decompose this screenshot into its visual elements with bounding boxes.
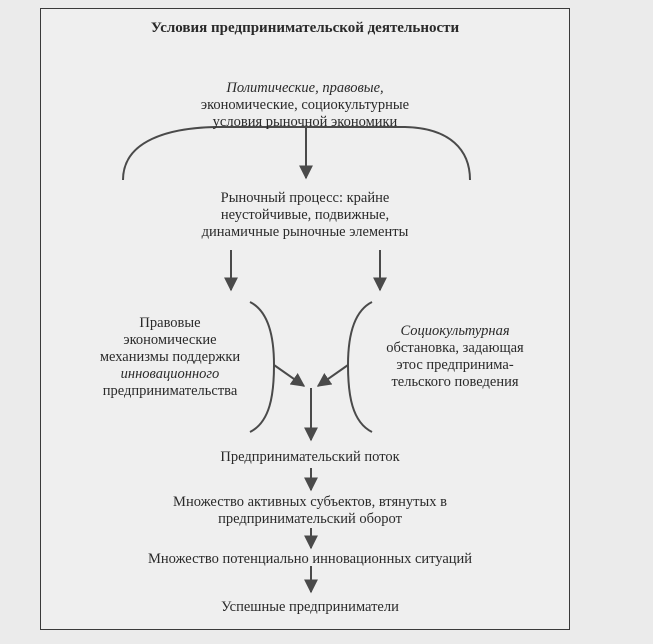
subjects-line-2: предпринимательский оборот	[218, 511, 402, 527]
subjects-line-1: Множество активных субъектов, втянутых в	[173, 494, 447, 510]
diagram-frame	[40, 8, 570, 630]
legal-line-5: предпринимательства	[102, 383, 238, 399]
conditions-line-3: условия рыночной экономики	[212, 114, 398, 130]
legal-line-2: экономические	[123, 332, 217, 348]
left-bracket	[249, 301, 276, 433]
conditions-line-2: экономические, социокультурные	[200, 97, 410, 113]
situations-text: Множество потенциально инновационных сит…	[147, 551, 473, 567]
socio-line-3: этос предпринима-	[396, 357, 514, 373]
legal-line-3: механизмы поддержки	[99, 349, 241, 365]
socio-line-2: обстановка, задающая	[386, 340, 524, 356]
top-brace	[122, 126, 471, 181]
success-text: Успешные предприниматели	[221, 599, 399, 615]
arrow-right-converge	[316, 364, 349, 387]
socio-line-1: Социокультурная	[400, 323, 510, 339]
socio-line-4: тельского поведения	[391, 374, 519, 390]
legal-line-4: инновационного	[120, 366, 220, 382]
diagram-title: Условия предпринимательской деятельности	[150, 20, 460, 36]
market-line-2: неустойчивые, подвижные,	[220, 207, 390, 223]
arrow-left-converge	[273, 364, 306, 387]
market-line-1: Рыночный процесс: крайне	[220, 190, 390, 206]
legal-line-1: Правовые	[139, 315, 201, 331]
flow-text: Предпринимательский поток	[220, 449, 400, 465]
conditions-line-1: Политические, правовые,	[226, 80, 384, 96]
right-bracket	[346, 301, 373, 433]
market-line-3: динамичные рыночные элементы	[201, 224, 409, 240]
